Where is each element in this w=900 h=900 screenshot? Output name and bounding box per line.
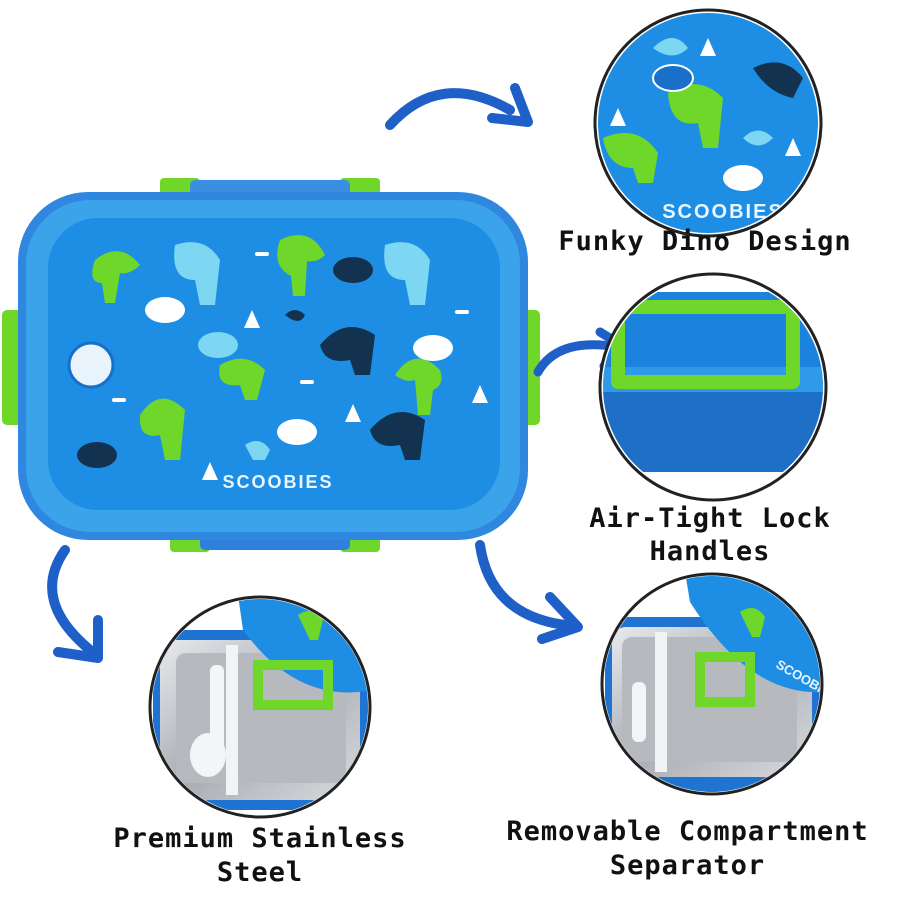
caption-separator: Removable Compartment Separator: [480, 815, 895, 883]
caption-line-1: Funky Dino Design: [558, 226, 852, 257]
caption-dino-design: Funky Dino Design: [520, 225, 890, 259]
caption-lock-handles: Air-Tight Lock Handles: [530, 502, 890, 568]
caption-line-1: Air-Tight Lock: [589, 503, 831, 534]
steel-container-closeup: [148, 595, 373, 820]
arrow-to-separator: [475, 540, 583, 644]
caption-line-2: Handles: [649, 536, 771, 567]
caption-line-1: Removable Compartment: [506, 816, 869, 847]
lid-brand-text: SCOOBIES: [222, 472, 333, 492]
vent-hole: [67, 341, 115, 389]
lock-handle-closeup: [598, 272, 828, 502]
caption-line-1: Premium Stainless: [113, 823, 407, 854]
dino-design-closeup: SCOOBIES: [593, 8, 823, 238]
separator-closeup: SCOOBIES: [600, 572, 825, 797]
arrow-to-steel: [47, 545, 103, 663]
arrow-to-dino-design: [385, 83, 533, 130]
caption-steel: Premium Stainless Steel: [80, 822, 440, 890]
speech-bubbles: [77, 257, 453, 468]
closeup-brand-text: SCOOBIES: [662, 201, 784, 223]
caption-line-2: Separator: [609, 850, 766, 881]
caption-line-2: Steel: [216, 857, 304, 888]
lunch-box-product: SCOOBIES: [0, 170, 545, 560]
